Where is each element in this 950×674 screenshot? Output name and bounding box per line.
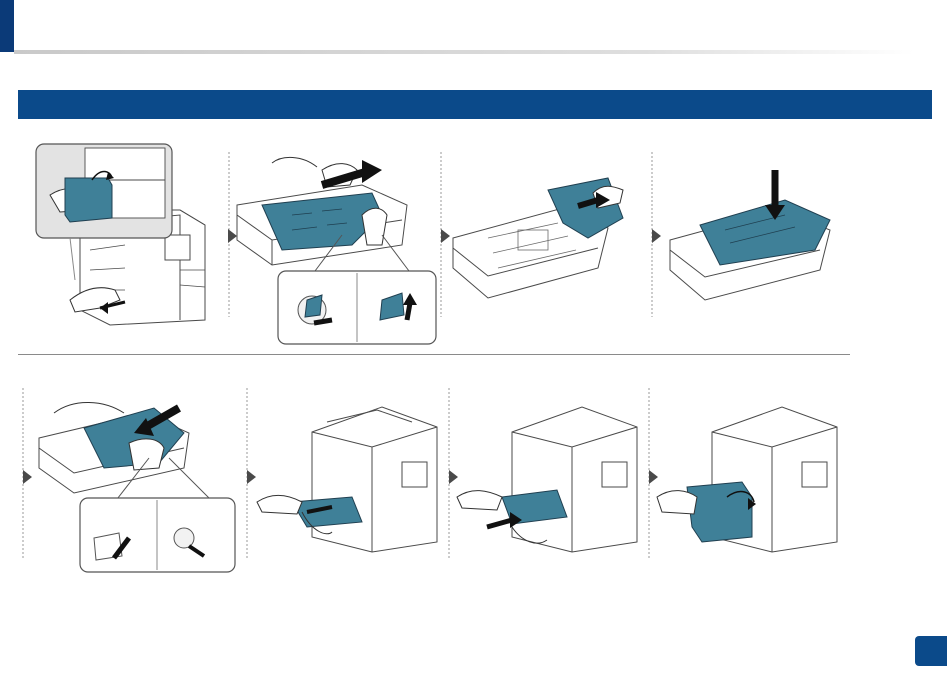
step-2-illustration: [232, 145, 437, 345]
header-accent-bar: [0, 0, 14, 52]
step-arrow-icon: [23, 470, 33, 484]
section-title-bar: [18, 90, 932, 119]
step-1-illustration: [30, 140, 220, 330]
step-8-illustration: [652, 402, 842, 554]
step-6-illustration: [252, 402, 440, 554]
row-divider: [18, 354, 850, 355]
step-7-illustration: [452, 402, 642, 554]
header-rule: [14, 50, 914, 54]
step-5-illustration: [34, 388, 239, 574]
step-4-illustration: [665, 165, 845, 310]
page-number-badge: [915, 636, 947, 666]
step-3-illustration: [448, 168, 648, 308]
step-arrow-icon: [652, 229, 662, 243]
